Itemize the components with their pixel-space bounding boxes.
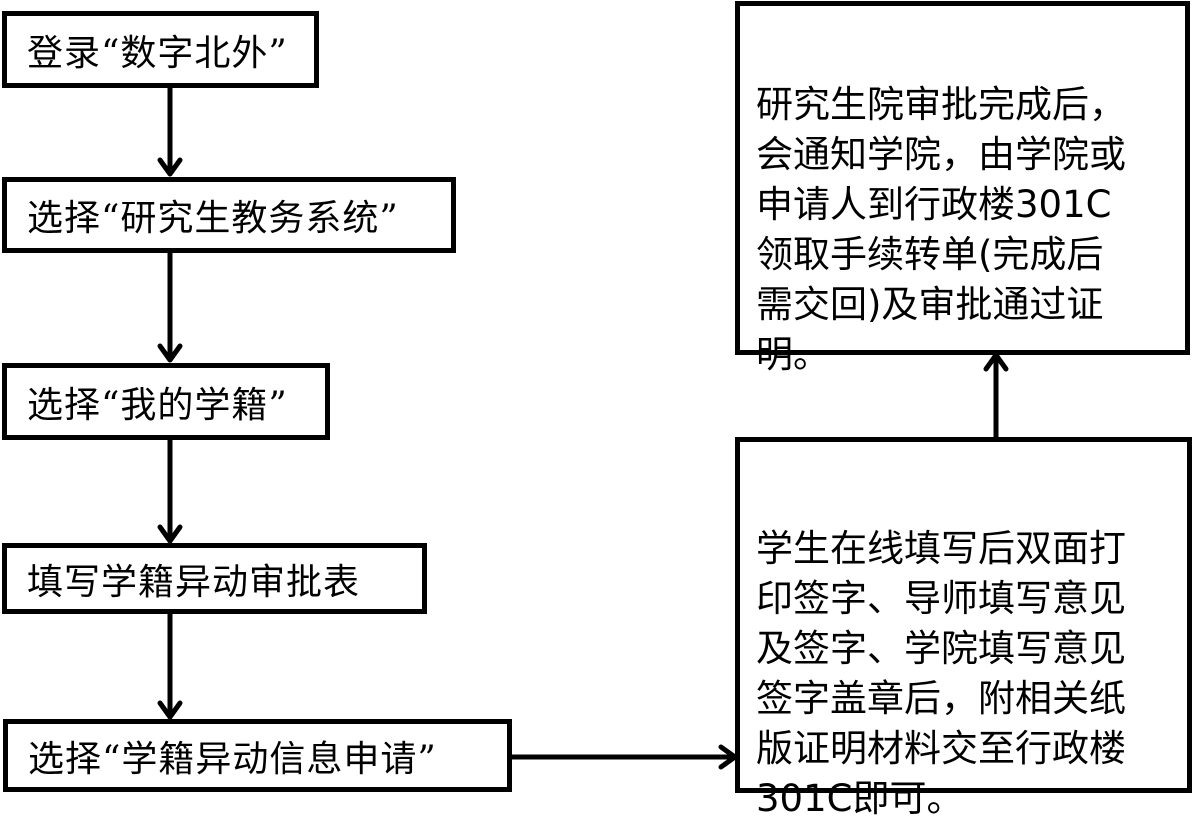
step-submit-paper-form: 学生在线填写后双面打 印签字、导师填写意见 及签字、学院填写意见 签字盖章后，附… bbox=[735, 437, 1192, 820]
connector-layer bbox=[157, 83, 1009, 770]
step-select-my-status-text: 选择“我的学籍” bbox=[27, 384, 288, 426]
arrow-submit-box-to-approval-box bbox=[983, 352, 1009, 440]
arrow-step5-to-submit-box bbox=[509, 744, 738, 770]
step-graduate-school-approval-text: 研究生院审批完成后， 会通知学院，由学院或 申请人到行政楼301C 领取手续转单… bbox=[756, 83, 1126, 376]
step-select-status-change-application: 选择“学籍异动信息申请” bbox=[3, 719, 512, 792]
step-login-text: 登录“数字北外” bbox=[27, 32, 288, 74]
arrow-step2-to-step3 bbox=[157, 248, 183, 363]
step-login: 登录“数字北外” bbox=[2, 11, 319, 88]
step-fill-approval-form-text: 填写学籍异动审批表 bbox=[27, 561, 361, 603]
step-graduate-school-approval: 研究生院审批完成后， 会通知学院，由学院或 申请人到行政楼301C 领取手续转单… bbox=[735, 1, 1190, 376]
arrow-step1-to-step2 bbox=[157, 83, 183, 177]
step-select-graduate-system-text: 选择“研究生教务系统” bbox=[27, 198, 399, 239]
step-select-my-status: 选择“我的学籍” bbox=[2, 363, 330, 440]
step-select-graduate-system: 选择“研究生教务系统” bbox=[2, 177, 456, 253]
arrow-step3-to-step4 bbox=[157, 435, 183, 544]
step-fill-approval-form: 填写学籍异动审批表 bbox=[2, 543, 427, 614]
step-select-status-change-application-text: 选择“学籍异动信息申请” bbox=[28, 738, 437, 780]
step-submit-paper-form-text: 学生在线填写后双面打 印签字、导师填写意见 及签字、学院填写意见 签字盖章后，附… bbox=[756, 527, 1126, 820]
arrow-step4-to-step5 bbox=[157, 609, 183, 720]
